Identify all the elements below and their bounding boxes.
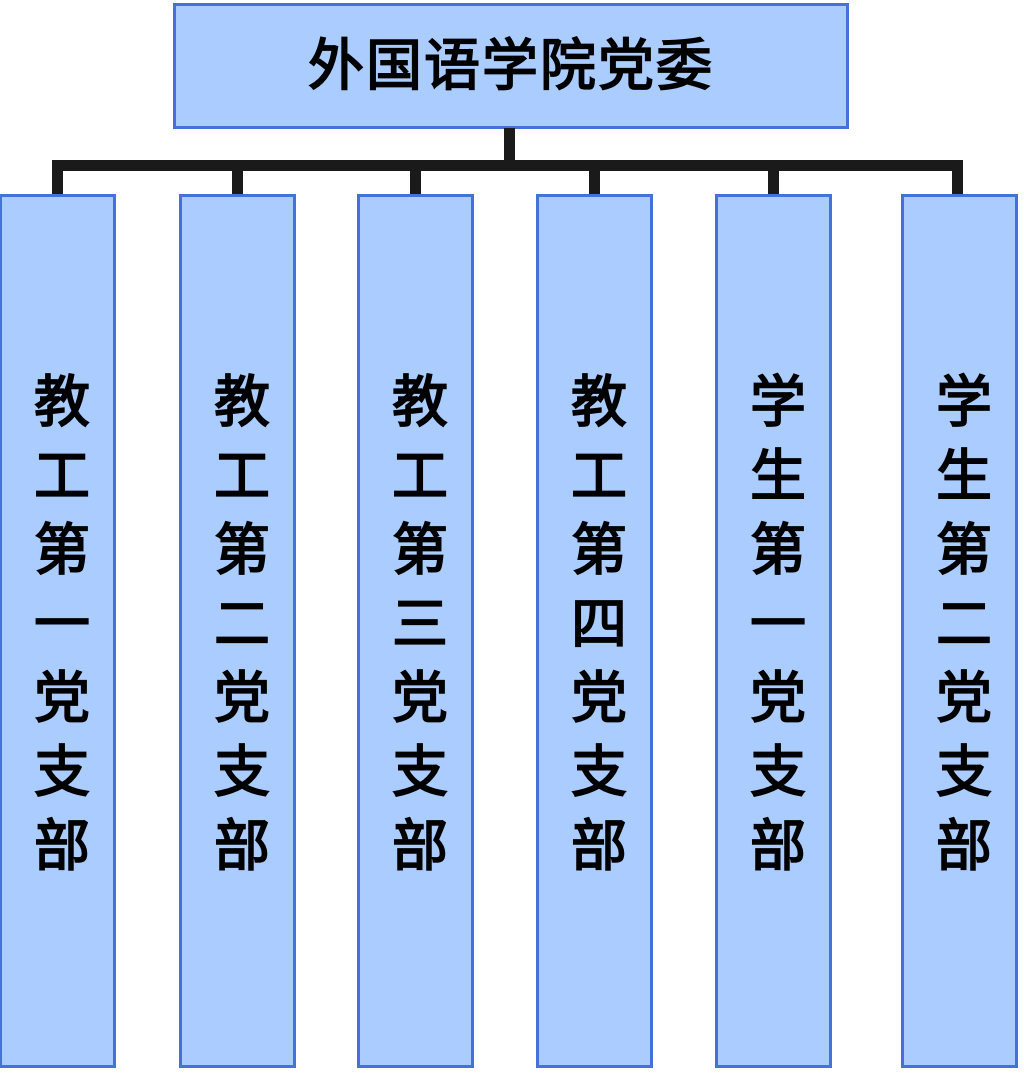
org-node-branch-5[interactable]: 学生第一党支部 <box>715 194 832 1068</box>
org-node-branch-1[interactable]: 教工第一党支部 <box>0 194 116 1068</box>
org-node-branch-2[interactable]: 教工第二党支部 <box>179 194 296 1068</box>
connector-drop-5 <box>768 160 779 197</box>
org-node-branch-6-label: 学生第二党支部 <box>928 372 992 890</box>
org-node-branch-2-label: 教工第二党支部 <box>206 372 270 890</box>
connector-drop-3 <box>410 160 421 197</box>
org-node-root-label: 外国语学院党委 <box>308 34 714 97</box>
connector-horizontal-bus <box>52 160 963 171</box>
connector-drop-2 <box>232 160 243 197</box>
org-node-branch-6[interactable]: 学生第二党支部 <box>901 194 1018 1068</box>
connector-drop-1 <box>52 160 63 197</box>
org-node-branch-4-label: 教工第四党支部 <box>563 372 627 890</box>
org-node-branch-1-label: 教工第一党支部 <box>26 372 90 890</box>
connector-root-stem <box>504 128 515 164</box>
connector-drop-6 <box>952 160 963 197</box>
org-node-branch-3-label: 教工第三党支部 <box>384 372 448 890</box>
org-node-branch-4[interactable]: 教工第四党支部 <box>536 194 653 1068</box>
org-node-branch-3[interactable]: 教工第三党支部 <box>357 194 474 1068</box>
org-node-branch-5-label: 学生第一党支部 <box>742 372 806 890</box>
connector-drop-4 <box>589 160 600 197</box>
org-node-root[interactable]: 外国语学院党委 <box>173 3 849 129</box>
